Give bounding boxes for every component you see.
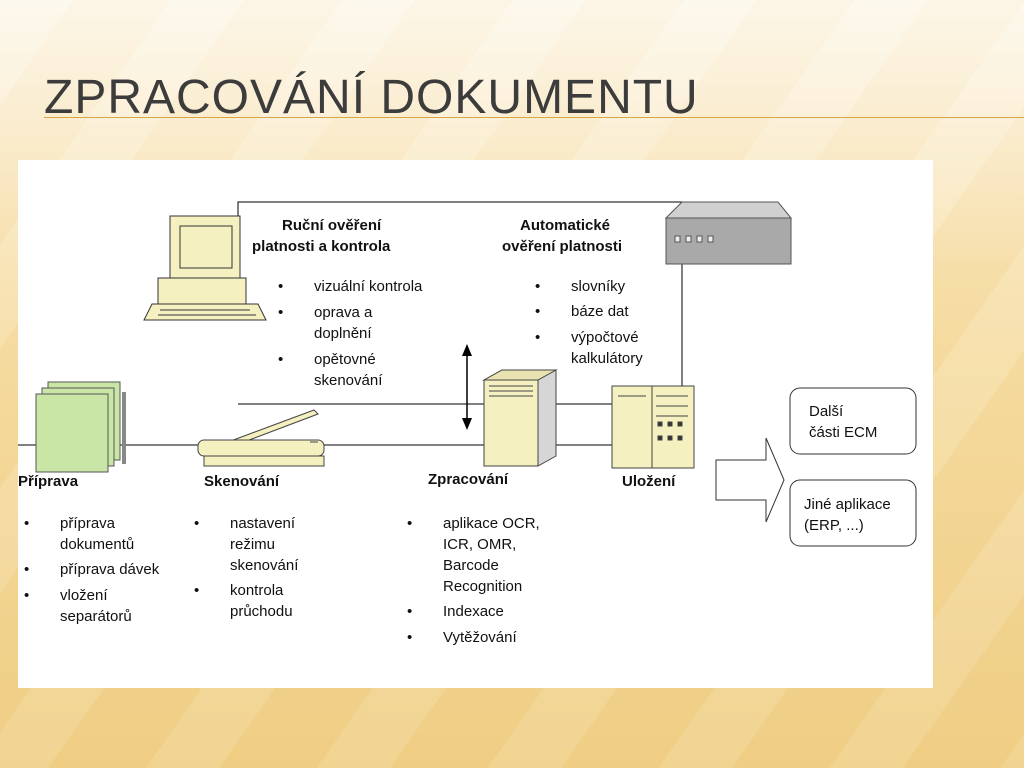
manual-heading-line2: platnosti a kontrola [252, 238, 391, 255]
documents-stack-icon [35, 381, 126, 473]
scanner-icon [197, 409, 325, 467]
slide-title: Zpracování dokumentu [44, 71, 699, 124]
zpracovani-item-cont: Recognition [443, 578, 523, 595]
stage-label-skenovani: Skenování [204, 473, 280, 490]
priprava-item-cont: separátorů [60, 608, 132, 625]
manual-item: opětovné [278, 349, 376, 370]
output-apps-line1: Jiné aplikace [804, 496, 891, 513]
stage-label-ulozeni: Uložení [622, 473, 676, 490]
manual-item-cont: doplnění [314, 325, 372, 342]
auto-item: báze dat [535, 301, 628, 322]
diagram-graphics [18, 201, 917, 547]
storage-cabinet-icon [611, 385, 695, 469]
zpracovani-item: aplikace OCR, [407, 513, 540, 534]
zpracovani-item-cont: ICR, OMR, [443, 536, 517, 553]
output-ecm-line2: části ECM [809, 424, 878, 441]
priprava-item: příprava dávek [24, 559, 159, 580]
processing-server-icon [482, 369, 558, 467]
title-rule [44, 117, 1024, 118]
big-output-arrow-icon [715, 437, 785, 523]
zpracovani-item-cont: Barcode [443, 557, 499, 574]
output-box-ecm [789, 387, 917, 455]
skenovani-item-cont: režimu [230, 536, 276, 553]
output-apps-line2: (ERP, ...) [804, 517, 864, 534]
skenovani-item-cont: skenování [230, 557, 299, 574]
computer-terminal-icon [143, 215, 267, 321]
skenovani-item-cont: průchodu [230, 603, 293, 620]
skenovani-item: nastavení [194, 513, 295, 534]
manual-heading-line1: Ruční ověření [282, 217, 382, 234]
manual-item-cont: skenování [314, 372, 383, 389]
auto-item-cont: kalkulátory [571, 350, 643, 367]
stage-label-priprava: Příprava [18, 473, 79, 490]
priprava-item: vložení [24, 585, 107, 606]
server-unit-icon [664, 201, 793, 265]
priprava-item-cont: dokumentů [60, 536, 135, 553]
skenovani-item: kontrola [194, 580, 284, 601]
zpracovani-item: Indexace [407, 601, 504, 622]
output-ecm-line1: Další [809, 403, 844, 420]
output-box-apps [789, 479, 917, 547]
auto-item: výpočtové [535, 327, 638, 348]
priprava-item: příprava [24, 513, 115, 534]
double-arrow-icon [462, 344, 472, 430]
auto-heading-line1: Automatické [520, 217, 611, 234]
zpracovani-item: Vytěžování [407, 627, 516, 648]
auto-heading-line2: ověření platnosti [502, 238, 623, 255]
manual-item: oprava a [278, 302, 373, 323]
manual-item: vizuální kontrola [278, 276, 423, 297]
auto-item: slovníky [535, 276, 625, 297]
process-diagram: Ruční ověření platnosti a kontrola vizuá… [18, 160, 933, 688]
stage-label-zpracovani: Zpracování [428, 471, 509, 488]
